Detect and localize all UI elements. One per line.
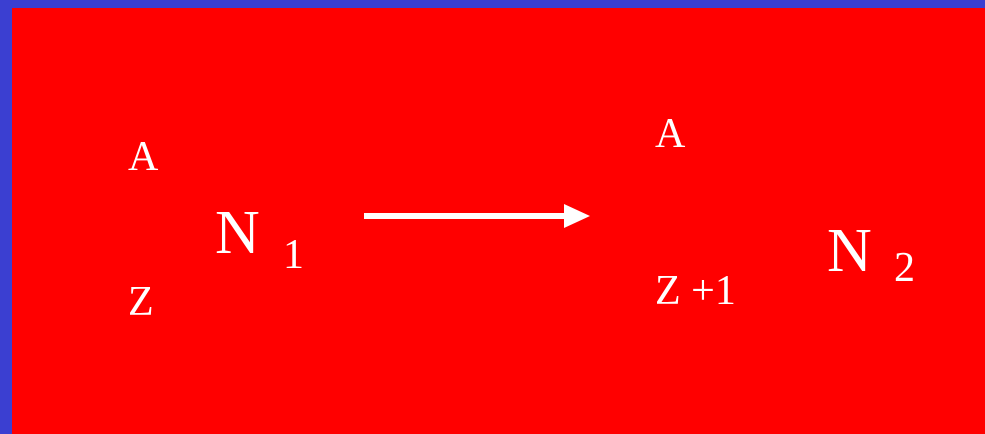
product-symbol: N: [827, 217, 872, 285]
product-atomic-number: Z +1: [655, 268, 736, 314]
reactant-symbol: N: [215, 199, 260, 267]
reactant-atomic-number: Z: [128, 279, 154, 325]
product-mass-number: A: [655, 111, 686, 157]
product-index: 2: [894, 245, 915, 291]
right-arrow-icon: [364, 204, 590, 228]
reactant-mass-number: A: [128, 134, 159, 180]
reaction-panel: A Z N 1 A Z +1 N 2: [12, 8, 985, 434]
reactant-index: 1: [283, 232, 304, 278]
